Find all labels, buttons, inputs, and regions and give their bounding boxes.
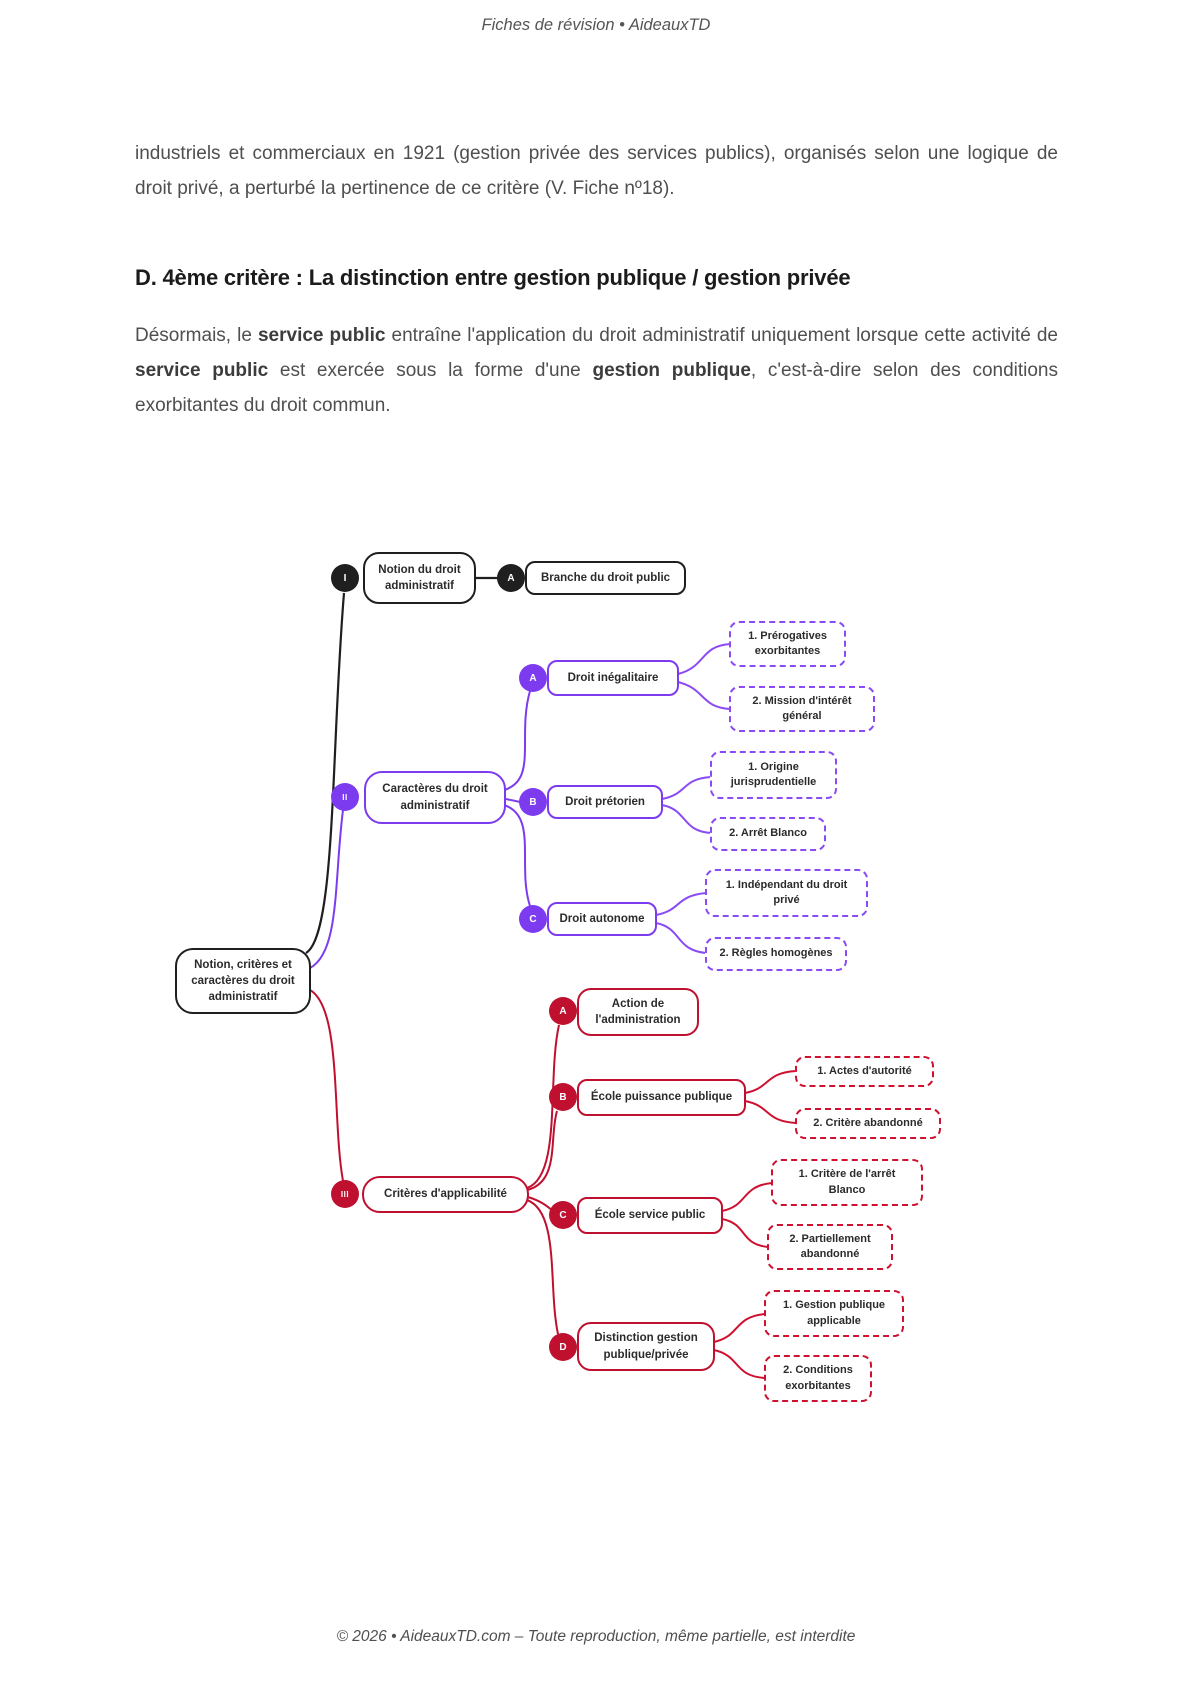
mindmap-leaf-mission-interet-general: 2. Mission d'intérêt général — [729, 686, 875, 732]
badge-III-A: A — [549, 997, 577, 1025]
mindmap-node-droit-autonome: Droit autonome — [547, 902, 657, 936]
mindmap-leaf-arret-blanco: 2. Arrêt Blanco — [710, 817, 826, 851]
mindmap-leaf-prerogatives-exorbitantes: 1. Prérogatives exorbitantes — [729, 621, 846, 667]
badge-III: III — [331, 1180, 359, 1208]
bold-gestion-publique: gestion publique — [592, 360, 751, 381]
mindmap-node-branche-droit-public: Branche du droit public — [525, 561, 686, 595]
mindmap-leaf-gestion-publique-applicable: 1. Gestion publique applicable — [764, 1290, 904, 1337]
paragraph-2: Désormais, le service public entraîne l'… — [135, 318, 1058, 423]
page-header: Fiches de révision • AideauxTD — [481, 16, 711, 34]
mindmap-node-droit-inegalitaire: Droit inégalitaire — [547, 660, 679, 696]
mindmap-root-node: Notion, critères et caractères du droit … — [175, 948, 311, 1014]
paragraph-1: industriels et commerciaux en 1921 (gest… — [135, 143, 1058, 199]
mindmap-node-droit-pretorien: Droit prétorien — [547, 785, 663, 819]
mindmap-node-action-administration: Action de l'administration — [577, 988, 699, 1036]
page-footer: © 2026 • AideauxTD.com – Toute reproduct… — [336, 1628, 856, 1645]
badge-I-A: A — [497, 564, 525, 592]
mindmap-leaf-conditions-exorbitantes: 2. Conditions exorbitantes — [764, 1355, 872, 1402]
mindmap-leaf-independant-droit-prive: 1. Indépendant du droit privé — [705, 869, 868, 917]
section-heading: D. 4ème critère : La distinction entre g… — [135, 265, 851, 290]
mindmap-leaf-partiellement-abandonne: 2. Partiellement abandonné — [767, 1224, 893, 1270]
mindmap-node-ecole-puissance-publique: École puissance publique — [577, 1079, 746, 1116]
badge-III-C: C — [549, 1201, 577, 1229]
mindmap-leaf-critere-arret-blanco: 1. Critère de l'arrêt Blanco — [771, 1159, 923, 1206]
mindmap-node-criteres-applicabilite: Critères d'applicabilité — [362, 1176, 529, 1213]
badge-III-B: B — [549, 1083, 577, 1111]
paragraph-2-text: Désormais, le — [135, 325, 258, 346]
bold-service-public-2: service public — [135, 360, 269, 381]
mindmap-leaf-regles-homogenes: 2. Règles homogènes — [705, 937, 847, 971]
mindmap-leaf-actes-autorite: 1. Actes d'autorité — [795, 1056, 934, 1087]
mindmap-leaf-origine-jurisprudentielle: 1. Origine jurisprudentielle — [710, 751, 837, 799]
mindmap-node-ecole-service-public: École service public — [577, 1197, 723, 1234]
badge-III-D: D — [549, 1333, 577, 1361]
badge-II-C: C — [519, 905, 547, 933]
mindmap-leaf-critere-abandonne: 2. Critère abandonné — [795, 1108, 941, 1139]
badge-II: II — [331, 783, 359, 811]
mindmap-node-caracteres-droit-administratif: Caractères du droit administratif — [364, 771, 506, 824]
badge-II-B: B — [519, 788, 547, 816]
mindmap-node-notion-droit-administratif: Notion du droit administratif — [363, 552, 476, 604]
mindmap-node-distinction-gestion: Distinction gestion publique/privée — [577, 1322, 715, 1371]
paragraph-2-text: , c'est-à-dire selon des conditions exor… — [135, 360, 1058, 416]
paragraph-2-text: entraîne l'application du droit administ… — [385, 325, 1058, 346]
badge-I: I — [331, 564, 359, 592]
bold-service-public-1: service public — [257, 325, 386, 346]
paragraph-2-text: est exercée sous la forme d'une — [268, 360, 593, 381]
badge-II-A: A — [519, 664, 547, 692]
